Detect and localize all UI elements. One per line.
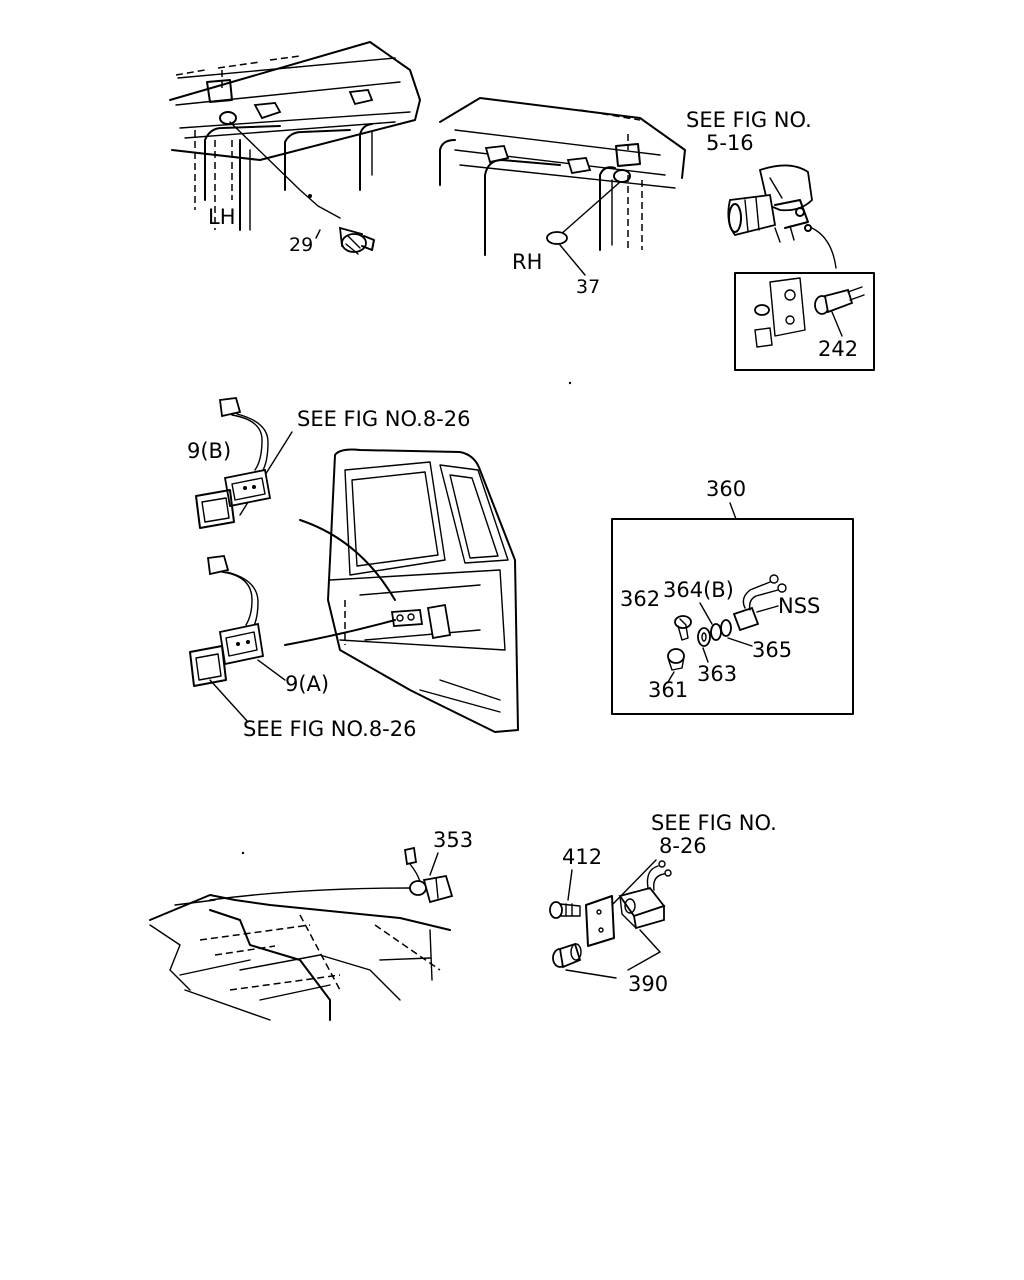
- part-362-label: 362: [620, 587, 660, 611]
- part-353-switch: [403, 846, 454, 904]
- part-361-label: 361: [648, 678, 688, 702]
- part-390-label: 390: [628, 972, 668, 996]
- part-361-cap: [667, 648, 685, 671]
- rh-roof-panel: [439, 97, 686, 256]
- lh-roof-panel: [169, 41, 421, 231]
- see-fig-top-line1: SEE FIG NO.: [686, 108, 812, 132]
- lh-lamp-housing: [206, 70, 237, 125]
- part-364b-washer: [710, 623, 722, 641]
- part-365-label: 365: [752, 638, 792, 662]
- part-365-washer: [720, 619, 732, 637]
- part-390-switch: [618, 860, 672, 930]
- lh-label: LH: [208, 205, 236, 229]
- part-362-screw: [674, 615, 692, 641]
- rh-lamp-housing: [613, 134, 641, 183]
- rh-label: RH: [512, 250, 542, 274]
- part-360-label: 360: [706, 477, 746, 501]
- cab-floor: [149, 887, 451, 1021]
- rh-roof-clip-2: [566, 157, 592, 175]
- part-363-label: 363: [697, 662, 737, 686]
- nss-switch: [732, 574, 787, 632]
- door-handle: [390, 609, 424, 627]
- part-412-label: 412: [562, 845, 602, 869]
- part-412-screw: [549, 901, 581, 919]
- see-fig-top-line2: 5-16: [706, 131, 754, 155]
- part-29-label: 29: [289, 234, 313, 256]
- part-37-lens: [546, 231, 568, 245]
- see-fig-bot-line1: SEE FIG NO.: [651, 811, 777, 835]
- reference-motor-assembly: [727, 164, 813, 243]
- nss-label: NSS: [778, 594, 820, 618]
- rh-roof-clip-1: [484, 145, 510, 164]
- part-353-label: 353: [433, 828, 473, 852]
- part-242-label: 242: [818, 337, 858, 361]
- part-9a-label: 9(A): [285, 672, 329, 696]
- door-panel: [327, 448, 519, 733]
- part-390-knob: [552, 942, 582, 969]
- see-fig-826-top: SEE FIG NO.8-26: [297, 407, 471, 431]
- part-9b-label: 9(B): [187, 439, 231, 463]
- lh-roof-clip-1: [253, 102, 282, 120]
- part-9a-switch: [189, 555, 265, 687]
- part-242-switch: [814, 286, 865, 315]
- mounting-bracket: [585, 895, 615, 947]
- detail-box-242: [734, 272, 875, 371]
- scan-dot: [568, 381, 572, 385]
- detail-box-360: [611, 518, 854, 715]
- scan-dot: [241, 851, 245, 855]
- see-fig-826-bottom: SEE FIG NO.8-26: [243, 717, 417, 741]
- part-9b-switch: [195, 397, 272, 529]
- part-37-label: 37: [576, 276, 600, 298]
- lh-roof-clip-2: [348, 89, 374, 106]
- part-29-bulb: [338, 226, 375, 255]
- see-fig-bot-line2: 8-26: [659, 834, 707, 858]
- part-363-nut: [697, 627, 711, 647]
- part-364b-label: 364(B): [663, 578, 734, 602]
